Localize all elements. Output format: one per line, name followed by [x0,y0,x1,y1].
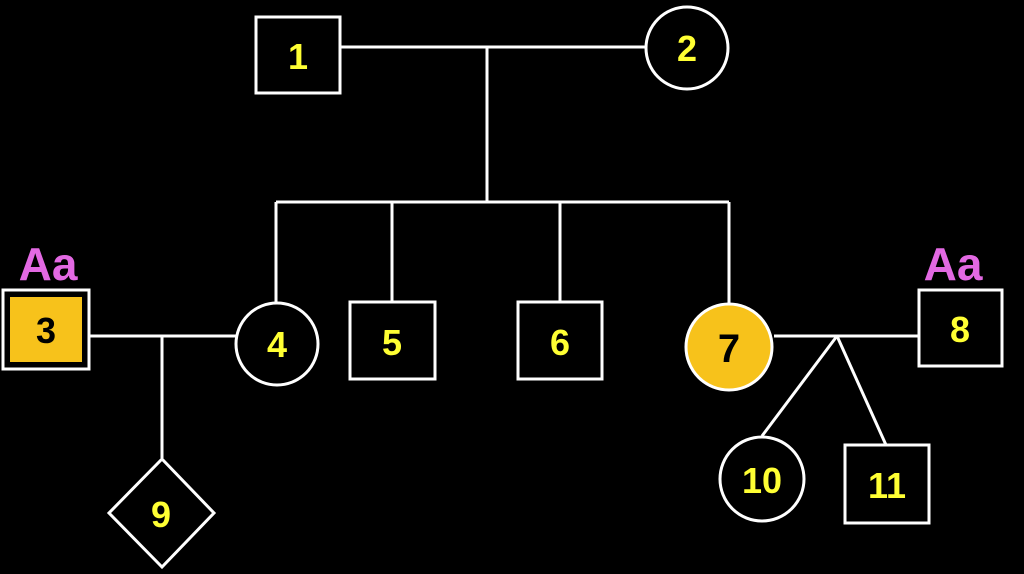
female-circle-symbol [718,435,806,523]
individual-label: 7 [718,327,740,371]
male-square-symbol [254,15,342,95]
individual-9: 9 [106,456,217,570]
individual-10: 10 [718,435,806,523]
individual-label: 4 [267,324,287,365]
individual-label: 10 [742,460,782,501]
individual-3: 3 Aa [1,238,91,371]
individual-label: 3 [36,310,56,351]
individual-label: 6 [550,322,570,363]
male-square-symbol [348,300,437,381]
individual-label: 2 [677,28,697,69]
female-circle-symbol [234,301,320,387]
individual-8: 8 Aa [917,238,1004,368]
female-circle-affected [684,302,774,392]
pedigree-lines [89,45,919,458]
individual-11: 11 [843,443,931,525]
individual-5: 5 [348,300,437,381]
affected-fill [10,297,82,362]
female-circle-symbol [644,5,730,91]
individual-label: 1 [288,36,308,77]
individual-1: 1 [254,15,342,95]
individual-label: 5 [382,322,402,363]
unknown-sex-diamond-symbol [106,456,217,570]
genotype-label: Aa [19,238,78,290]
individual-label: 11 [868,465,906,506]
genotype-label: Aa [924,238,983,290]
individual-7: 7 [684,302,774,392]
individual-6: 6 [516,300,604,381]
individual-label: 8 [950,309,970,350]
male-square-symbol [843,443,931,525]
descent-line-10 [760,335,839,437]
individual-4: 4 [234,301,320,387]
male-square-symbol [516,300,604,381]
individual-2: 2 [644,5,730,91]
individual-label: 9 [151,494,171,535]
descent-line-11 [835,335,888,446]
male-square-symbol [917,288,1004,368]
